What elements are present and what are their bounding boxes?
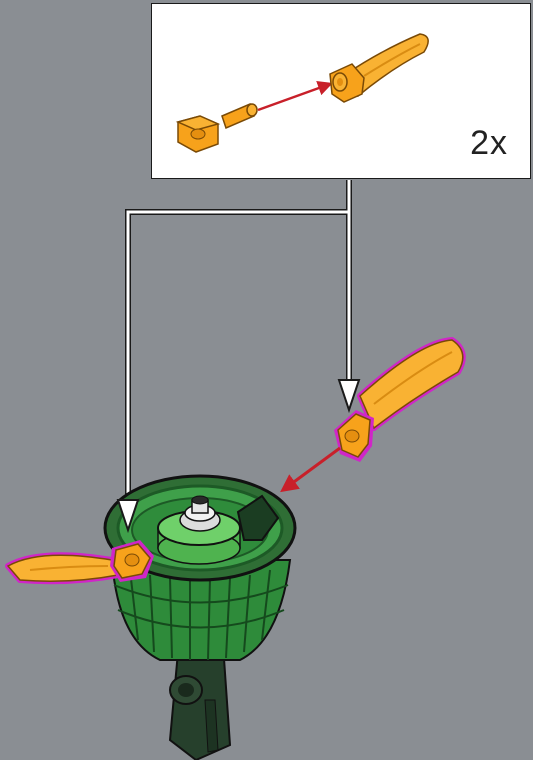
red-arrow-icon: [258, 84, 330, 110]
sub-assembly-callout: 2x: [151, 3, 531, 179]
callout-connector: [128, 180, 349, 500]
quantity-label: 2x: [470, 124, 508, 163]
orange-blade-right: [334, 340, 463, 462]
connector-piece: [178, 104, 257, 152]
blade-piece: [330, 34, 428, 102]
orange-blade-left: [8, 540, 154, 582]
red-arrow-icon: [283, 448, 340, 490]
